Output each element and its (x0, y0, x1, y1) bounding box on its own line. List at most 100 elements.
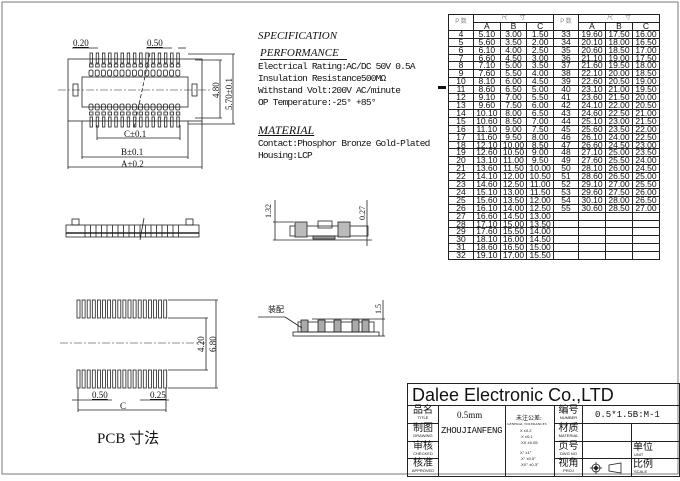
table-cell: 26.50 (632, 195, 660, 205)
pin-window (138, 63, 144, 68)
table-cell: 10.50 (499, 148, 528, 158)
spec-insulation-resistance: Insulation Resistance500MΩ (258, 73, 386, 84)
table-cell: 27.60 (578, 156, 606, 166)
table-cell: 14.10 (473, 172, 501, 182)
table-cell: 23.10 (578, 85, 606, 95)
drawing-value-cell: ZHOUJIANFENG (439, 424, 506, 476)
pcb-pad (102, 299, 106, 319)
label-cn: 制图 (413, 423, 433, 434)
pin (139, 52, 143, 64)
pin-window (132, 111, 137, 116)
tolerance-line: .XX ±0.05 (520, 440, 538, 445)
table-cell: 28.50 (605, 203, 633, 213)
table-cell: 16 (448, 124, 474, 134)
table-cell: 32 (448, 251, 474, 261)
pin (120, 116, 124, 128)
pcb-pad (117, 299, 122, 319)
spec-withstand-volt: Withstand Volt:200V AC/minute (258, 85, 401, 96)
label-cn: 核准 (413, 458, 433, 469)
table-cell: 30 (448, 235, 474, 245)
table-cell: 7 (448, 53, 474, 63)
pin (157, 52, 162, 64)
general-tolerances: 未注公差: GENERAL TOLERANCES X ±0.2.X ±0.1.X… (506, 406, 555, 476)
contact-section (333, 319, 342, 333)
table-cell: 51 (553, 172, 579, 182)
pcb-pad (122, 369, 127, 389)
table-cell: 28.60 (578, 172, 606, 182)
pin-window (151, 111, 156, 116)
table-cell: 14.50 (526, 235, 554, 245)
table-cell: 11.50 (499, 164, 528, 174)
table-cell: 21.10 (578, 53, 606, 63)
label-cn: 页号 (558, 441, 579, 452)
pcb-pad (107, 299, 111, 319)
label-cn: 审核 (413, 441, 433, 452)
table-cell: 8.50 (526, 140, 554, 150)
pcb-title: PCB 寸法 (97, 431, 160, 447)
table-cell: 21.00 (605, 85, 633, 95)
table-cell: 27.00 (605, 180, 633, 189)
contact (107, 69, 112, 77)
table-cell: 18.10 (473, 235, 501, 245)
pin (163, 52, 168, 64)
table-cell: 17.00 (632, 45, 660, 55)
table-cell: 18.60 (473, 243, 501, 253)
table-cell: 23.00 (605, 116, 633, 126)
contact (101, 69, 106, 77)
table-cell: 9.00 (499, 124, 528, 134)
table-cell: 25.50 (605, 156, 633, 166)
table-row-empty (553, 219, 660, 229)
pin (95, 116, 100, 128)
pin (95, 52, 100, 64)
pcb-pad (81, 369, 86, 389)
contact (156, 69, 162, 77)
table-cell: 24.60 (578, 108, 606, 118)
table-cell: 52 (553, 180, 579, 189)
table-cell: 14.00 (526, 227, 554, 237)
table-cell: 3.00 (499, 29, 528, 39)
pin-window (113, 111, 119, 116)
table-cell: 22.10 (578, 69, 606, 79)
pcb-pad (132, 369, 137, 389)
pcb-pad (163, 369, 168, 389)
pins-header: P 数 (448, 14, 474, 31)
table-cell: 7.00 (499, 93, 528, 102)
tolerance-label: 未注公差: (516, 416, 542, 422)
tolerance-label-en: GENERAL TOLERANCES (507, 422, 547, 426)
table-cell: 10.00 (526, 164, 554, 174)
table-cell: 20.00 (632, 93, 660, 102)
table-cell: 11.60 (473, 132, 501, 142)
material-heading: MATERIAL (258, 123, 315, 137)
table-cell: 12.50 (526, 203, 554, 213)
contact (113, 103, 119, 111)
label-en: APPROVED (411, 468, 435, 473)
pcb-pad (112, 369, 117, 389)
table-cell: 47 (553, 140, 579, 150)
table-cell: 24.50 (632, 164, 660, 174)
performance-heading: PERFORMANCE (260, 48, 347, 60)
pcb-dim-c: C (120, 401, 127, 411)
table-cell: 11.50 (526, 187, 554, 197)
pcb-pad (153, 369, 157, 389)
tolerance-line: .X ±0.1 (520, 434, 533, 439)
table-cell: 27.10 (578, 148, 606, 158)
table-cell: 15.10 (473, 187, 501, 197)
table-cell: 4.50 (526, 77, 554, 87)
title-value: 0.5mm (457, 410, 483, 420)
